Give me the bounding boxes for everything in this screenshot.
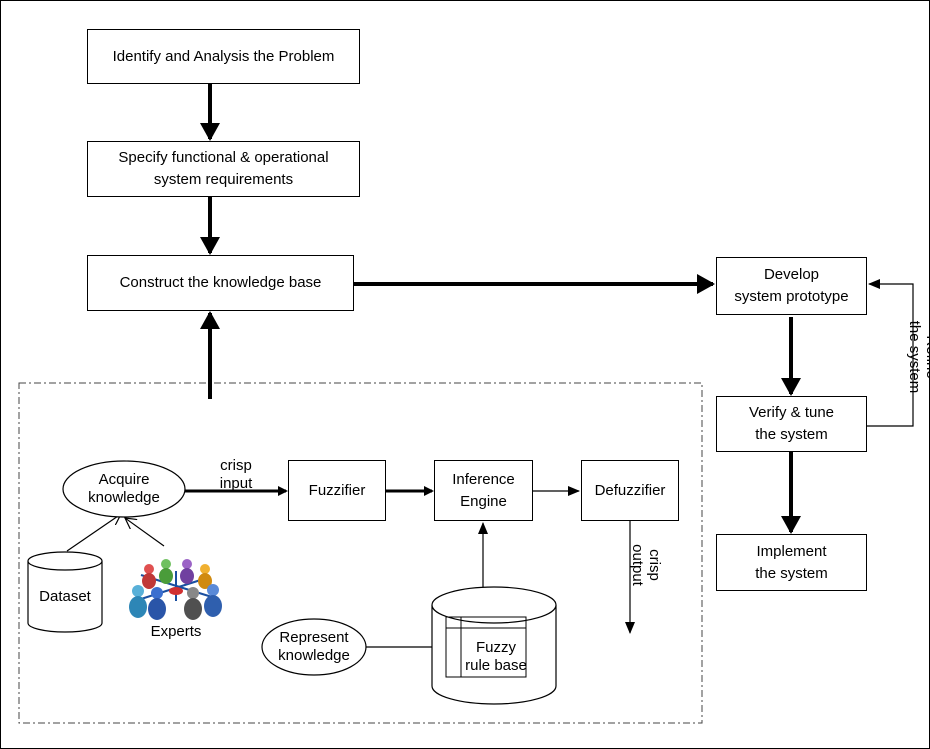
represent-knowledge-label: Represent knowledge <box>278 629 350 664</box>
experts-label: Experts <box>150 623 202 640</box>
step-develop: Develop system prototype <box>716 257 867 315</box>
dataset-cylinder <box>27 551 103 633</box>
arrow-refine-loop <box>867 279 914 427</box>
step-specify: Specify functional & operational system … <box>87 141 360 197</box>
acquire-knowledge-label: Acquire knowledge <box>88 471 160 506</box>
fuzzy-subsystem-frame <box>18 382 703 724</box>
experts-icon <box>129 559 222 620</box>
step-identify: Identify and Analysis the Problem <box>87 29 360 84</box>
rule-base-label: Fuzzy rule base <box>465 639 527 674</box>
arrow-experts-to-acquire <box>125 518 165 547</box>
fuzzifier-box: Fuzzifier <box>288 460 386 521</box>
crisp-output-label: crisp output <box>629 544 663 586</box>
rule-base-cylinder <box>431 586 557 705</box>
defuzzifier-box: Defuzzifier <box>581 460 679 521</box>
arrow-dataset-to-acquire <box>66 514 121 552</box>
acquire-knowledge-ellipse <box>62 460 186 518</box>
dataset-label: Dataset <box>39 588 91 605</box>
step-implement: Implement the system <box>716 534 867 591</box>
refine-label: Refine the system <box>906 320 930 394</box>
crisp-input-label: crisp input <box>219 457 253 492</box>
step-verify: Verify & tune the system <box>716 396 867 452</box>
represent-knowledge-ellipse <box>261 618 367 676</box>
inference-engine-box: Inference Engine <box>434 460 533 521</box>
step-construct: Construct the knowledge base <box>87 255 354 311</box>
